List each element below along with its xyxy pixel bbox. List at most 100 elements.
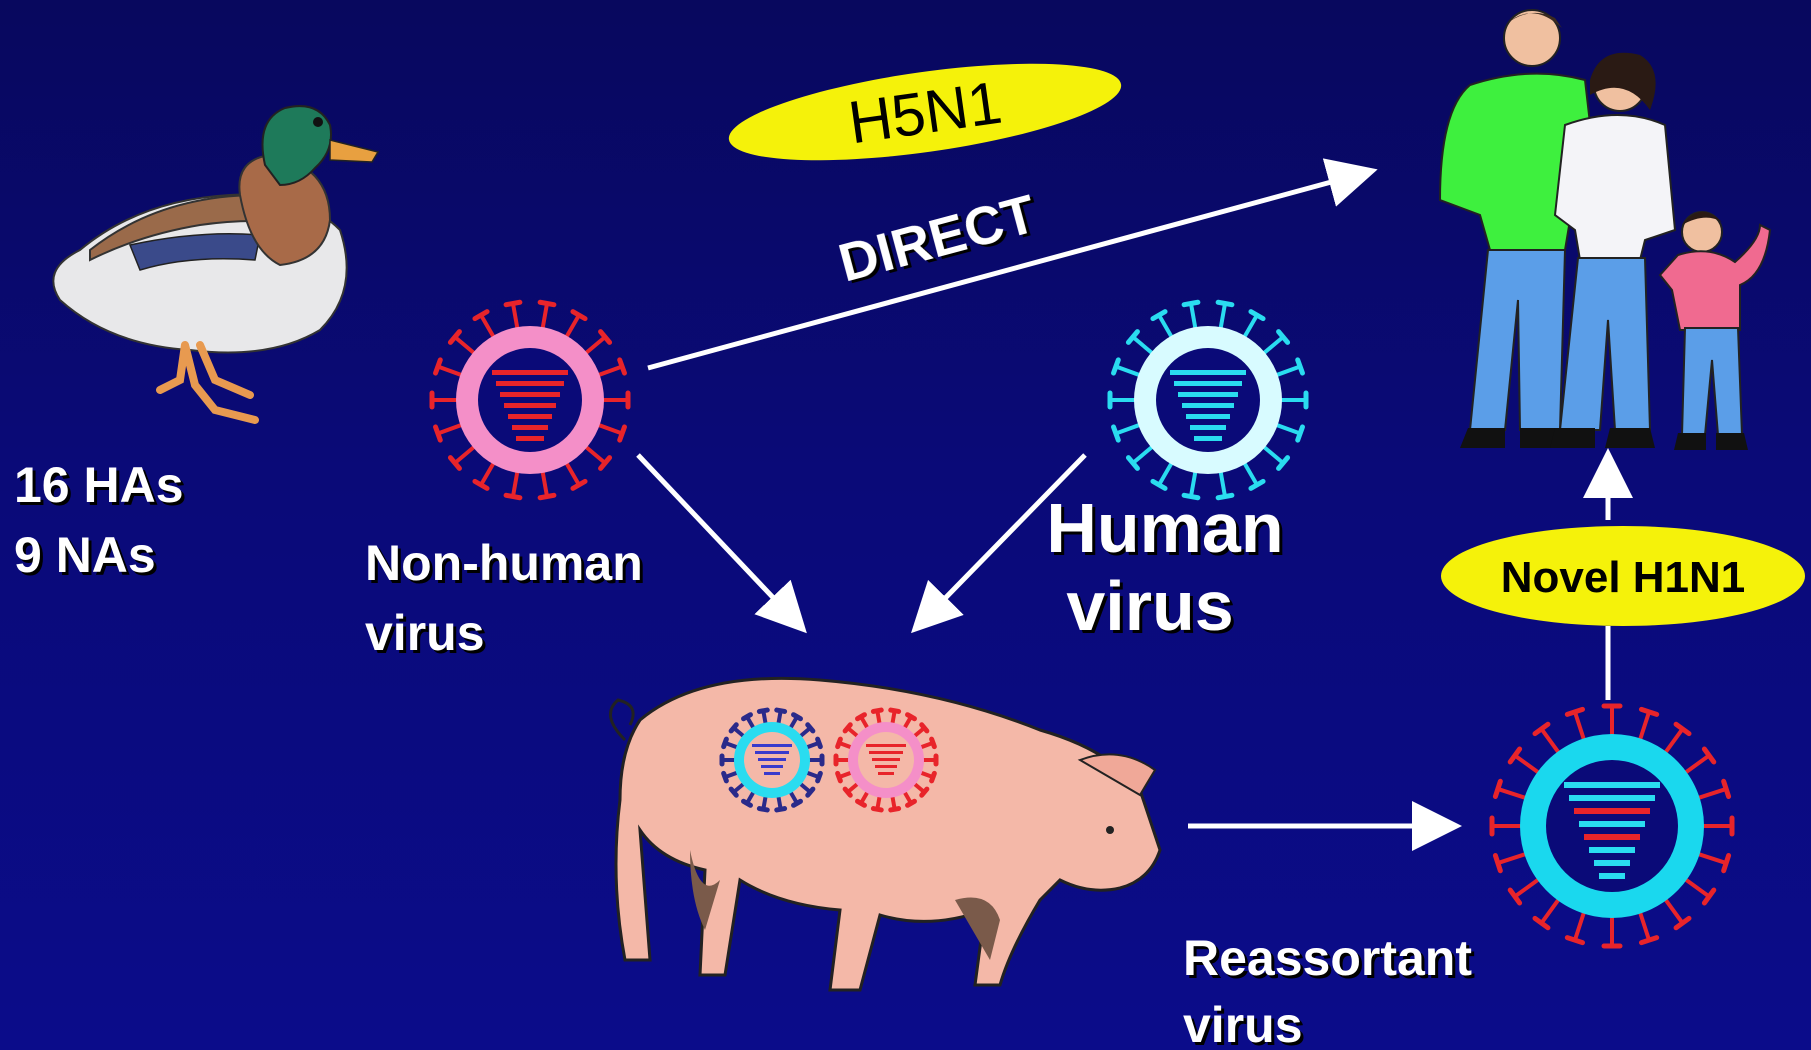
virus-spike-cap: [838, 739, 841, 747]
virus-spike: [565, 461, 579, 485]
virus-spike-cap: [724, 739, 727, 747]
virus-spike-cap: [436, 360, 441, 373]
virus-spike: [542, 303, 547, 331]
virus-spike-cap: [1495, 855, 1500, 870]
virus-spike: [1159, 315, 1173, 339]
reassortant-label-line2: virus: [1183, 997, 1303, 1050]
virus-spike: [1515, 755, 1541, 774]
virus-spike: [438, 366, 464, 376]
virus-spike-cap: [540, 495, 554, 497]
virus-spike: [1262, 337, 1283, 355]
reassortant-label-line1: Reassortant: [1183, 930, 1472, 986]
virus-spike-cap: [858, 801, 865, 805]
virus-spike-cap: [908, 715, 915, 719]
virus-spike-cap: [744, 801, 751, 805]
nonhuman-label-line2: virus: [365, 605, 485, 661]
virus-spike: [1683, 755, 1709, 774]
virus-spike-cap: [891, 710, 899, 711]
nonhuman-to-pig-arrow: [638, 455, 800, 626]
virus-spike-cap: [1114, 427, 1119, 440]
virus-spike-cap: [794, 715, 801, 719]
h5n1-badge: H5N1: [723, 45, 1126, 179]
virus-spike: [438, 424, 464, 434]
virus-spike: [1133, 445, 1154, 463]
virus-spike-cap: [1567, 709, 1582, 714]
virus-spike-cap: [777, 710, 785, 711]
virus-spike-cap: [1251, 481, 1263, 488]
virus-spike-cap: [1298, 427, 1303, 440]
duck-icon: [53, 106, 378, 420]
virus-spike: [513, 469, 518, 497]
virus-spike-cap: [1641, 709, 1656, 714]
virus-spike-cap: [1184, 302, 1198, 304]
virus-spike-cap: [908, 801, 915, 805]
virus-spike-cap: [873, 710, 881, 711]
virus-spike-cap: [540, 302, 554, 304]
virus-spike-cap: [475, 312, 487, 319]
virus-spike: [1116, 366, 1142, 376]
virus-spike: [1220, 303, 1225, 331]
virus-spike-cap: [436, 427, 441, 440]
na-count-label: 9 NAs: [14, 527, 156, 583]
virus-spike: [1575, 910, 1585, 940]
virus-spike: [1575, 712, 1585, 742]
virus-spike-cap: [1724, 781, 1729, 796]
virus-spike-cap: [1567, 938, 1582, 943]
family-icon: [1440, 10, 1770, 450]
virus-spike: [596, 366, 622, 376]
virus-spike-cap: [1298, 360, 1303, 373]
virus-spike-cap: [620, 427, 625, 440]
virus-spike-cap: [620, 360, 625, 373]
virus-spike-cap: [794, 801, 801, 805]
virus-spike: [481, 315, 495, 339]
virus-spike: [1133, 337, 1154, 355]
virus-spike: [1639, 712, 1649, 742]
virus-spike-cap: [858, 715, 865, 719]
virus-spike-cap: [838, 773, 841, 781]
virus-spike-cap: [573, 312, 585, 319]
virus-spike: [596, 424, 622, 434]
virus-spike-cap: [932, 739, 935, 747]
virus-spike: [1498, 853, 1528, 863]
virus-spike: [1664, 729, 1683, 755]
pig-human-virus-icon: [722, 710, 822, 810]
virus-spike: [584, 337, 605, 355]
virus-spike: [1541, 729, 1560, 755]
pig-nonhuman-virus-icon: [836, 710, 936, 810]
virus-spike: [1116, 424, 1142, 434]
virus-spike-cap: [1251, 312, 1263, 319]
virus-spike-cap: [573, 481, 585, 488]
virus-spike-cap: [1114, 360, 1119, 373]
novel-h1n1-badge: Novel H1N1: [1441, 526, 1805, 626]
virus-spike: [1243, 315, 1257, 339]
nonhuman-virus-icon: [432, 302, 628, 497]
virus-spike: [1696, 853, 1726, 863]
virus-spike: [1683, 878, 1709, 897]
virus-spike: [513, 303, 518, 331]
virus-spike-cap: [873, 809, 881, 810]
virus-spike-cap: [759, 809, 767, 810]
virus-spike: [1498, 789, 1528, 799]
virus-spike-cap: [818, 739, 821, 747]
virus-spike: [1696, 789, 1726, 799]
virus-spike: [455, 337, 476, 355]
virus-spike: [1639, 910, 1649, 940]
virus-spike: [481, 461, 495, 485]
virus-spike-cap: [1724, 855, 1729, 870]
virus-spike-cap: [891, 809, 899, 810]
virus-spike-cap: [1218, 302, 1232, 304]
virus-spike: [542, 469, 547, 497]
human-virus-icon: [1110, 302, 1306, 497]
virus-spike-cap: [506, 495, 520, 497]
nonhuman-label-line1: Non-human: [365, 535, 643, 591]
virus-spike-cap: [932, 773, 935, 781]
virus-spike-cap: [818, 773, 821, 781]
virus-spike-cap: [475, 481, 487, 488]
virus-spike-cap: [1641, 938, 1656, 943]
virus-spike-cap: [724, 773, 727, 781]
direct-label: DIRECT: [833, 184, 1043, 294]
virus-spike: [565, 315, 579, 339]
virus-spike: [584, 445, 605, 463]
virus-spike-cap: [744, 715, 751, 719]
